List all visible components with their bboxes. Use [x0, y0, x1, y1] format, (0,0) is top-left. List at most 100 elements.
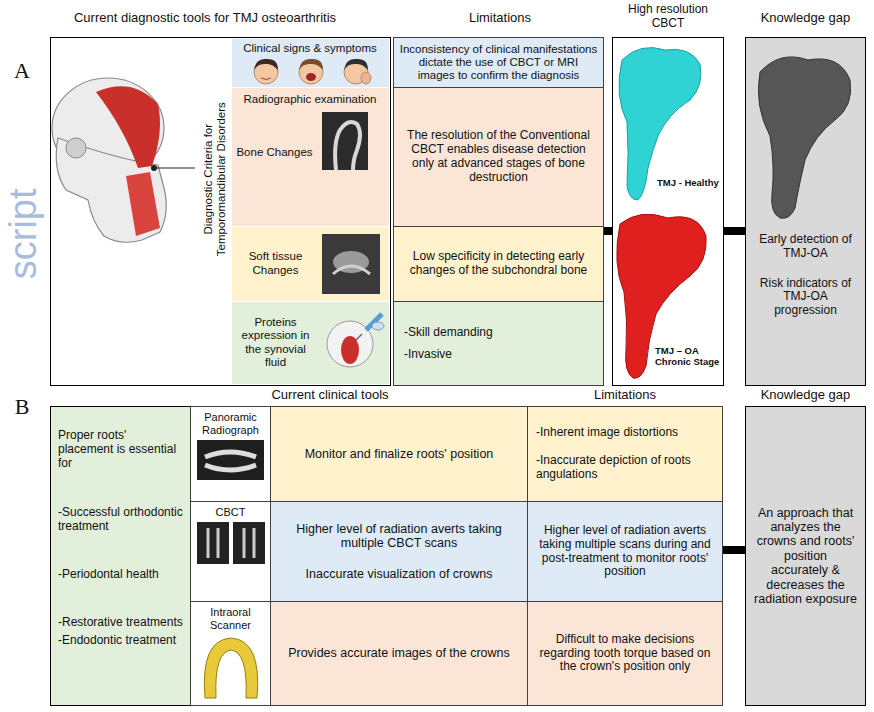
label-holder: B — [10, 394, 34, 419]
box-text: Bone Changes — [235, 146, 315, 159]
intraoral-scan-image — [204, 638, 257, 698]
label-holder: Knowledge gap — [745, 11, 866, 26]
label-holder: Limitations — [527, 388, 723, 403]
label-holder: High resolution CBCT — [613, 3, 723, 31]
symptom-icons-part — [361, 72, 371, 84]
box-text: Difficult to make decisions regarding to… — [536, 633, 714, 674]
soft-tissue-cell: Soft tissue Changes — [232, 227, 389, 301]
box-text: Proper roots' placement is essential for — [58, 429, 183, 470]
synovial-fluid-illustration-part — [372, 322, 384, 330]
column-header: High resolution CBCT — [613, 3, 723, 31]
panoramic-radiograph-image-part — [197, 440, 264, 480]
box-text: CBCT — [193, 506, 268, 519]
soft-tissue-mri-part — [322, 234, 380, 294]
tool-use-cell: Provides accurate images of the crowns — [270, 601, 528, 706]
tool-cell: Intraoral Scanner — [190, 601, 271, 706]
cbct-image-part — [197, 522, 229, 564]
panoramic-radiograph-image-part — [205, 452, 256, 457]
box-text: -Endodontic treatment — [58, 634, 183, 648]
box-text: An approach that analyzes the crowns and… — [754, 506, 857, 607]
skull-illustration-part — [151, 165, 157, 171]
knowledge-gap-box: An approach that analyzes the crowns and… — [745, 406, 866, 706]
limitation-cell: Difficult to make decisions regarding to… — [527, 601, 723, 706]
symptom-icons-part — [299, 60, 323, 84]
bone-radiograph-part — [322, 112, 368, 170]
skull-illustration-part — [126, 172, 160, 236]
box-text: Monitor and finalize roots' position — [281, 447, 517, 461]
limitation-cell: -Skill demanding -Invasive — [393, 301, 604, 386]
skull-illustration-part — [56, 138, 166, 242]
panoramic-radiograph-image-part — [205, 465, 256, 470]
column-header: Limitations — [527, 388, 723, 403]
connector-block — [724, 227, 745, 235]
box-text: Soft tissue Changes — [235, 250, 317, 276]
synovial-fluid-illustration-part — [356, 334, 362, 340]
early-detection-condyle-model — [758, 57, 850, 218]
knowledge-gap-box: Early detection of TMJ-OA Risk indicators… — [745, 37, 866, 386]
label-holder: Current clinical tools — [230, 388, 430, 403]
clinical-signs-cell: Clinical signs & symptoms — [232, 39, 389, 87]
box-text: -Invasive — [404, 348, 593, 362]
skull-illustration-part — [157, 167, 195, 168]
skull-illustration-part — [66, 138, 86, 158]
purpose-box: Proper roots' placement is essential for… — [50, 406, 191, 706]
limitation-cell: -Inherent image distortions-Inaccurate d… — [527, 406, 723, 502]
soft-tissue-mri-part — [333, 266, 370, 274]
box-text: Provides accurate images of the crowns — [281, 646, 517, 660]
box-text: -Restorative treatments — [58, 616, 183, 630]
box-text: Inaccurate visualization of crowns — [281, 567, 517, 581]
cbct-image — [197, 522, 265, 564]
symptom-icons — [254, 59, 371, 84]
synovial-fluid-cell: Proteins expression in the synovial flui… — [232, 302, 389, 384]
osteoarthritic-condyle-model-part — [617, 214, 706, 378]
radiographic-cell: Radiographic examinationBone Changes — [232, 88, 389, 226]
synovial-fluid-illustration — [327, 314, 384, 367]
bone-radiograph — [322, 112, 368, 170]
label-holder: Current diagnostic tools for TMJ osteoar… — [45, 11, 365, 26]
symptom-icons-part — [344, 60, 368, 84]
limitation-cell: Inconsistency of clinical manifestations… — [393, 37, 604, 88]
cbct-comparison-box: TMJ - HealthyTMJ – OA Chronic Stage — [612, 37, 724, 386]
box-text: Inconsistency of clinical manifestations… — [399, 43, 598, 83]
synovial-fluid-illustration-part — [366, 314, 382, 330]
symptom-icons-part — [344, 59, 368, 70]
tool-use-cell: Higher level of radiation averts taking … — [270, 501, 528, 602]
symptom-icons-part — [254, 59, 278, 70]
diagnostic-criteria-panel: Diagnostic Criteria for Temporomandibula… — [50, 37, 391, 386]
label-holder: Limitations — [400, 11, 600, 26]
box-text: Higher level of radiation averts taking … — [281, 522, 517, 551]
limitation-cell: The resolution of the Conventional CBCT … — [393, 87, 604, 227]
column-header: Knowledge gap — [745, 388, 866, 403]
skull-illustration-part — [52, 78, 164, 178]
box-text: -Skill demanding — [404, 326, 593, 340]
skull-illustration-part — [96, 86, 160, 168]
box-text: Diagnostic Criteria for Temporomandibula… — [202, 72, 228, 287]
column-header: Knowledge gap — [745, 11, 866, 26]
symptom-icons-part — [299, 59, 323, 70]
box-text: Intraoral Scanner — [193, 606, 268, 631]
box-text: Risk indicators of TMJ-OA progression — [752, 277, 859, 318]
box-text: The resolution of the Conventional CBCT … — [402, 129, 595, 184]
tool-cell: Panoramic Radiograph — [190, 406, 271, 502]
symptom-icons-part — [261, 78, 271, 80]
label-holder: A — [10, 58, 34, 83]
tool-cell: CBCT — [190, 501, 271, 602]
cbct-image-part — [243, 528, 246, 558]
box-text: Radiographic examination — [235, 93, 386, 106]
osteoarthritic-condyle-model — [617, 214, 706, 378]
intraoral-scan-image-part — [204, 638, 257, 698]
panoramic-radiograph-image — [197, 440, 264, 480]
healthy-condyle-model — [619, 48, 701, 200]
symptom-icons-part — [254, 60, 278, 84]
box-text: Early detection of TMJ-OA — [752, 233, 859, 261]
watermark: script — [2, 164, 46, 304]
panel-letter: A — [10, 58, 34, 83]
soft-tissue-mri-part — [333, 251, 369, 273]
box-text: TMJ – OA Chronic Stage — [655, 346, 721, 368]
bone-radiograph-part — [335, 122, 360, 170]
label-holder: script — [0, 212, 94, 256]
box-text: -Inaccurate depiction of roots angulatio… — [536, 454, 714, 482]
tool-use-cell: Monitor and finalize roots' position — [270, 406, 528, 502]
